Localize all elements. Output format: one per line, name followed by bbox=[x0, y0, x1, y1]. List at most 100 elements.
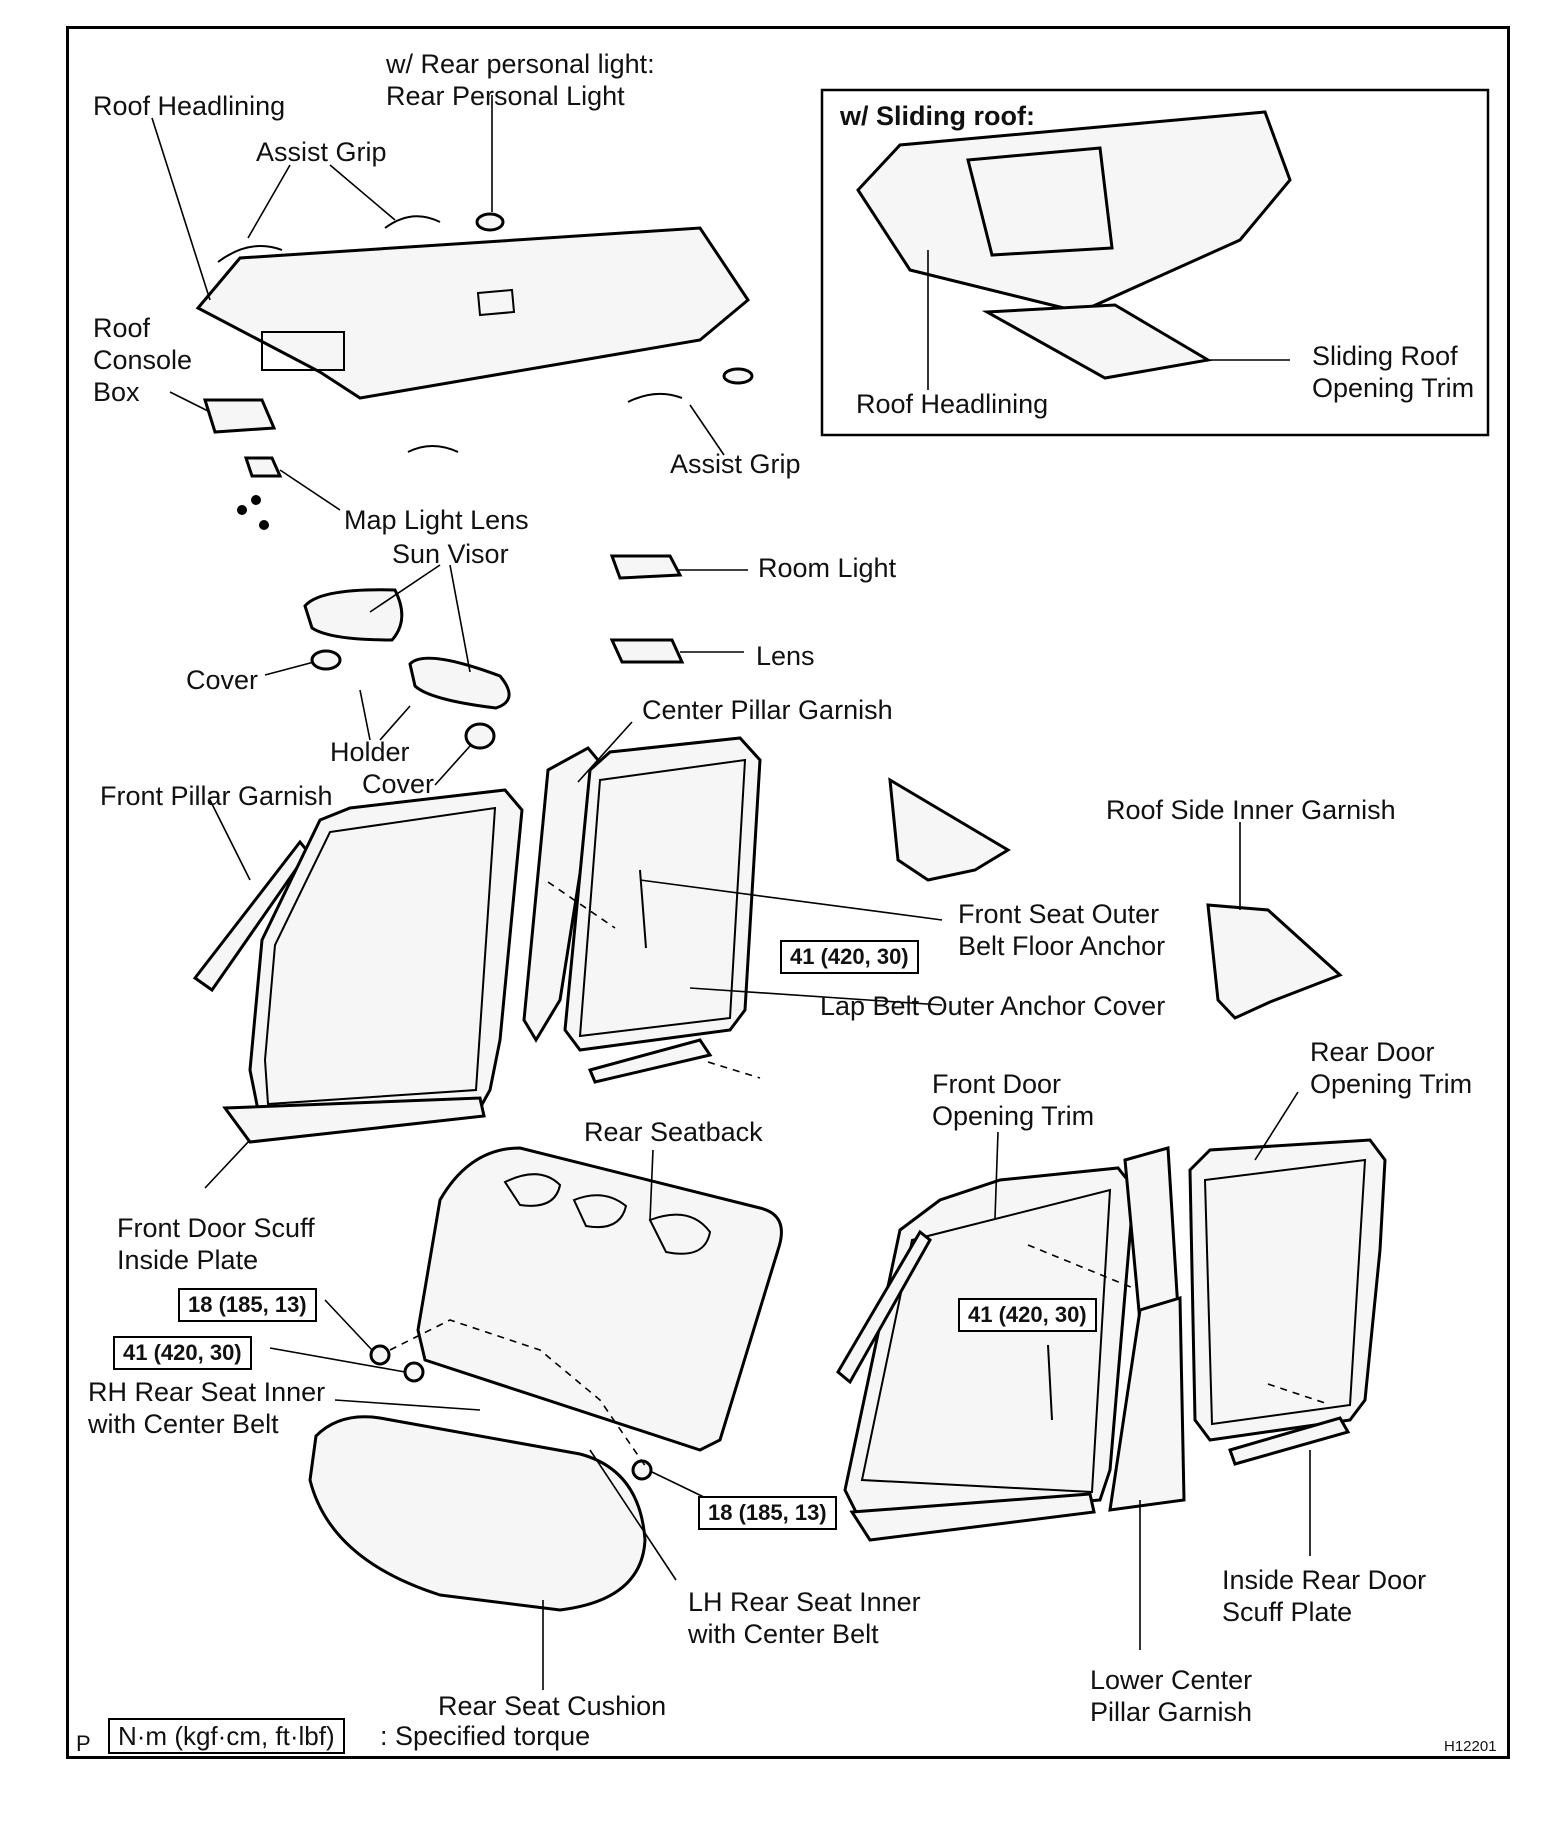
headrest-3 bbox=[648, 1213, 712, 1255]
label-cover-bottom: Cover bbox=[362, 769, 435, 799]
label-rear-light-condition: w/ Rear personal light: bbox=[386, 49, 655, 79]
leader-assist-grip-top bbox=[247, 164, 396, 239]
label-lower-center-pillar-1: Lower Center bbox=[1090, 1665, 1253, 1695]
label-lh-rear-seat-2: with Center Belt bbox=[688, 1619, 879, 1649]
label-lower-center-pillar-2: Pillar Garnish bbox=[1090, 1697, 1253, 1727]
diagram-frame bbox=[66, 26, 1510, 1759]
dashed-leader bbox=[1027, 1244, 1139, 1291]
label-cover-left: Cover bbox=[186, 665, 259, 695]
label-center-pillar-garnish: Center Pillar Garnish bbox=[642, 695, 893, 725]
label-roof-console-2: Console bbox=[93, 345, 193, 375]
center-pillar-garnish-part bbox=[522, 746, 600, 1043]
label-rh-rear-seat-2: with Center Belt bbox=[88, 1409, 279, 1439]
leader-front-scuff bbox=[204, 1139, 251, 1189]
label-roof-side-inner-garnish: Roof Side Inner Garnish bbox=[1106, 795, 1396, 825]
rear-personal-light-part bbox=[475, 212, 505, 232]
rear-seatback-part bbox=[416, 1146, 783, 1452]
leader-lap-belt-cover bbox=[689, 987, 943, 1006]
roof-side-garnish-a-part bbox=[888, 777, 1011, 882]
label-lap-belt-cover: Lap Belt Outer Anchor Cover bbox=[820, 991, 1166, 1021]
torque-box: 41 (420, 30) bbox=[113, 1336, 252, 1370]
seat-belt-part bbox=[639, 869, 647, 949]
torque-box: 18 (185, 13) bbox=[178, 1288, 317, 1322]
label-roof-console-1: Roof bbox=[93, 313, 151, 343]
label-holder: Holder bbox=[330, 737, 410, 767]
label-front-seat-anchor-1: Front Seat Outer bbox=[958, 899, 1160, 929]
rear-door-trim-right-part bbox=[1188, 1138, 1387, 1442]
leader-front-seat-anchor bbox=[639, 879, 943, 921]
rear-light-opening bbox=[476, 288, 516, 317]
leader-front-pillar bbox=[209, 799, 251, 881]
label-rear-personal-light: Rear Personal Light bbox=[386, 81, 625, 111]
roof-console-opening bbox=[261, 331, 345, 371]
leader-map-light-lens bbox=[279, 469, 341, 511]
assist-grip-part-1 bbox=[217, 245, 283, 263]
label-front-pillar-garnish: Front Pillar Garnish bbox=[100, 781, 333, 811]
bolt-icon bbox=[631, 1459, 653, 1481]
dashed-leader bbox=[547, 881, 616, 929]
label-assist-grip-bottom: Assist Grip bbox=[670, 449, 801, 479]
label-lens: Lens bbox=[756, 641, 815, 671]
roof-console-box-part bbox=[202, 398, 277, 434]
label-rear-seatback: Rear Seatback bbox=[584, 1117, 763, 1147]
leader-front-door-trim bbox=[994, 1131, 999, 1219]
rear-scuff-left-part bbox=[587, 1038, 713, 1084]
label-sliding-roof-title: w/ Sliding roof: bbox=[840, 101, 1035, 131]
lower-center-pillar-garnish-part bbox=[1108, 1295, 1186, 1512]
sliding-roof-opening-trim-part bbox=[981, 303, 1213, 380]
screw-icon bbox=[237, 505, 247, 515]
leader-roof-console bbox=[169, 391, 211, 413]
label-roof-headlining: Roof Headlining bbox=[93, 91, 286, 121]
label-roof-headlining-inset: Roof Headlining bbox=[856, 389, 1049, 419]
torque-box: 18 (185, 13) bbox=[698, 1496, 837, 1530]
legend-unit-box: N·m (kgf·cm, ft·lbf) bbox=[108, 1718, 345, 1754]
screw-icon bbox=[259, 520, 269, 530]
rear-door-trim-right-inner bbox=[1203, 1158, 1367, 1426]
label-lh-rear-seat-1: LH Rear Seat Inner bbox=[688, 1587, 921, 1617]
rear-door-trim-left-inner bbox=[578, 758, 747, 1038]
roof-headlining-part bbox=[195, 226, 750, 400]
lens-part bbox=[609, 638, 685, 664]
leader-torque-18-left bbox=[324, 1299, 373, 1351]
rear-seat-cushion-part bbox=[308, 1415, 647, 1612]
sliding-roof-inset-box bbox=[820, 88, 1490, 437]
figure-code: H12201 bbox=[1444, 1738, 1497, 1755]
leader-sun-visor bbox=[369, 564, 471, 673]
front-door-scuff-part bbox=[222, 1096, 486, 1144]
label-inside-rear-scuff-1: Inside Rear Door bbox=[1222, 1565, 1427, 1595]
leader-lh-rear-seat bbox=[589, 1449, 677, 1581]
headrest-1 bbox=[503, 1173, 562, 1207]
sun-visor-part-1 bbox=[303, 588, 404, 642]
leader-torque-41-left bbox=[269, 1347, 406, 1373]
label-sun-visor: Sun Visor bbox=[392, 539, 509, 569]
label-front-door-trim-1: Front Door bbox=[932, 1069, 1062, 1099]
legend-prefix: P bbox=[76, 1731, 91, 1756]
label-front-seat-anchor-2: Belt Floor Anchor bbox=[958, 931, 1166, 961]
front-pillar-right-part bbox=[836, 1229, 932, 1385]
seat-belt-right-part bbox=[1047, 1344, 1053, 1421]
torque-box: 41 (420, 30) bbox=[958, 1298, 1097, 1332]
label-front-door-trim-2: Opening Trim bbox=[932, 1101, 1095, 1131]
label-rear-seat-cushion: Rear Seat Cushion bbox=[438, 1691, 667, 1721]
rear-door-trim-left-part bbox=[563, 736, 762, 1052]
label-room-light: Room Light bbox=[758, 553, 897, 583]
visor-cover-part-2 bbox=[464, 722, 496, 750]
visor-cover-part bbox=[310, 649, 342, 671]
map-light-lens-part bbox=[243, 456, 283, 478]
roof-side-inner-garnish-part bbox=[1206, 903, 1343, 1020]
label-front-scuff-1: Front Door Scuff bbox=[117, 1213, 315, 1243]
dashed-leader bbox=[1267, 1383, 1329, 1405]
label-roof-console-3: Box bbox=[93, 377, 140, 407]
torque-box: 41 (420, 30) bbox=[780, 940, 919, 974]
sun-visor-part-2 bbox=[408, 656, 511, 710]
leader-rh-rear-seat bbox=[334, 1399, 481, 1411]
leader-rear-door-trim bbox=[1254, 1091, 1299, 1161]
front-door-trim-left-part bbox=[248, 788, 524, 1122]
dashed-leader bbox=[389, 1319, 649, 1471]
room-light-part bbox=[609, 554, 683, 580]
assist-grip-part-4 bbox=[627, 392, 683, 403]
label-rear-door-trim-2: Opening Trim bbox=[1310, 1069, 1473, 1099]
headrest-2 bbox=[572, 1194, 628, 1228]
inside-rear-scuff-part bbox=[1228, 1416, 1351, 1466]
